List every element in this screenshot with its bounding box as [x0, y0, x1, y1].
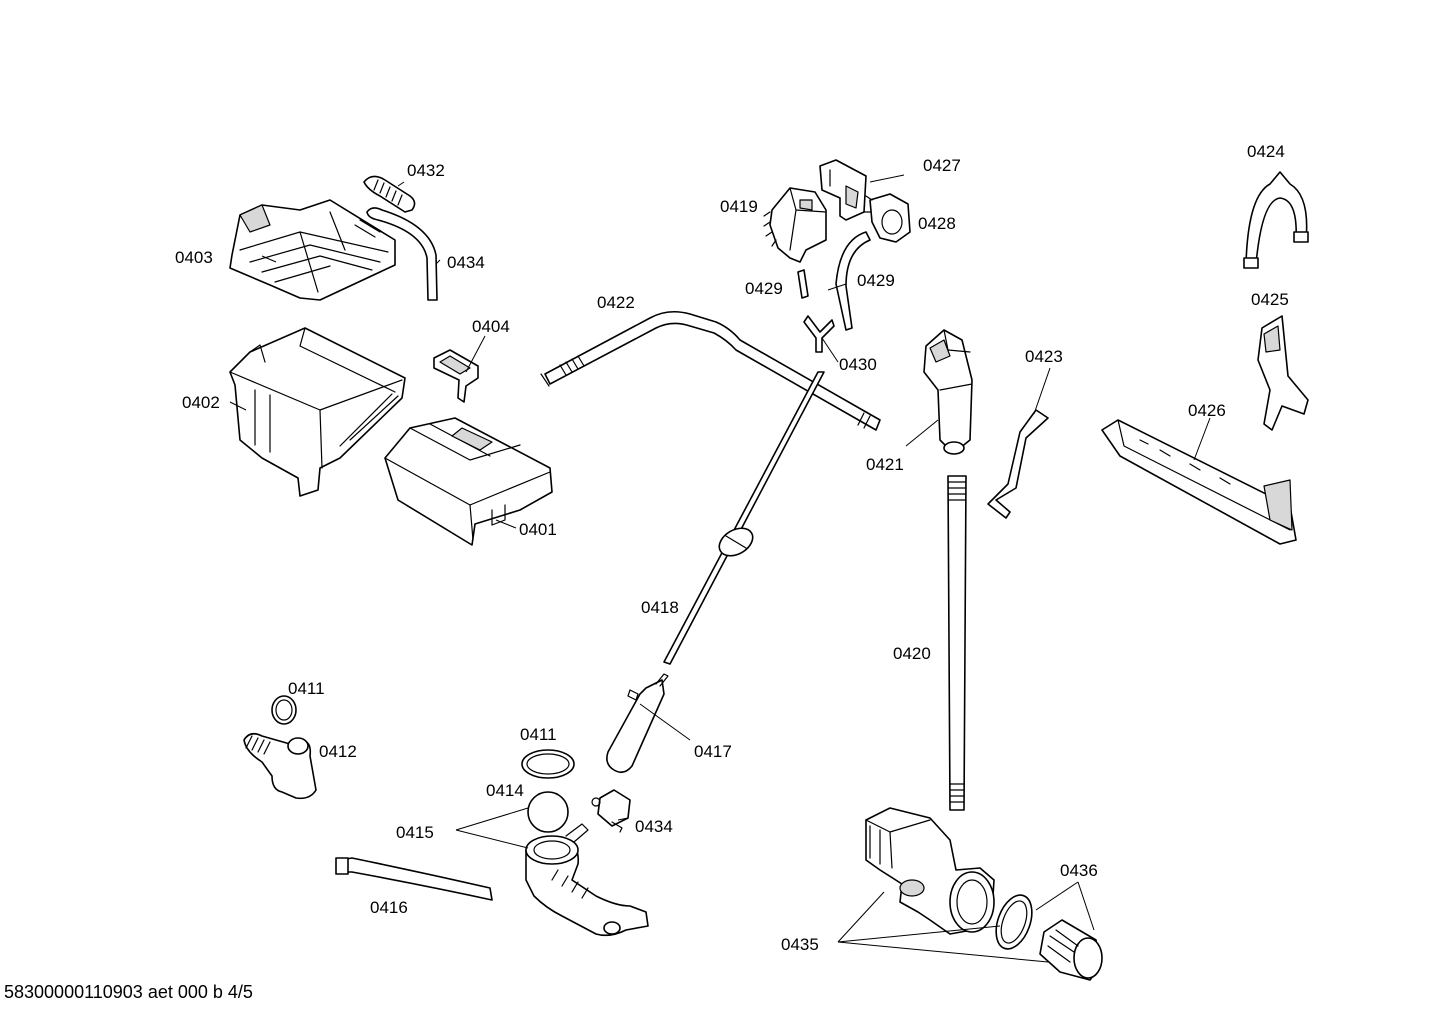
part-0403-dispenser-cover — [229, 199, 396, 301]
part-0404-clip — [433, 349, 479, 403]
part-0428-sensor — [863, 193, 911, 243]
drawing-reference-footer: 58300000110903 aet 000 b 4/5 — [4, 982, 253, 1002]
part-0419-pressure-switch — [763, 187, 827, 263]
label-0428: 0428 — [918, 214, 956, 233]
part-0418-tube — [663, 371, 825, 665]
part-0417-air-chamber — [606, 673, 669, 774]
part-0420-hose — [947, 475, 967, 811]
part-0429-hose-right — [835, 231, 871, 331]
part-0436-filter — [995, 894, 1103, 981]
part-0422-overflow-pipe — [540, 310, 881, 431]
label-0416: 0416 — [370, 898, 408, 917]
label-0411-center: 0411 — [520, 725, 557, 744]
label-0419: 0419 — [720, 197, 758, 216]
label-0435: 0435 — [781, 935, 819, 954]
part-0427-bracket — [819, 159, 867, 221]
label-0401: 0401 — [519, 520, 557, 539]
part-0435-drain-pump — [865, 807, 995, 935]
part-0434-hose-top — [366, 207, 438, 301]
label-0404: 0404 — [472, 317, 510, 336]
label-0418: 0418 — [641, 598, 679, 617]
label-0425: 0425 — [1251, 290, 1289, 309]
label-0430: 0430 — [839, 355, 877, 374]
part-0416-hose — [335, 857, 493, 901]
part-0421-sump — [923, 329, 973, 455]
label-0415: 0415 — [396, 823, 434, 842]
part-0434-clamp — [591, 789, 631, 833]
label-0429-right: 0429 — [857, 271, 895, 290]
label-0402: 0402 — [182, 393, 220, 412]
label-0412: 0412 — [319, 742, 357, 761]
label-0426: 0426 — [1188, 401, 1226, 420]
part-0402-dispenser-housing — [229, 327, 406, 497]
part-0401-drawer — [384, 417, 553, 546]
part-0424-hose-holder — [1243, 171, 1309, 269]
part-0425-bracket — [1257, 315, 1309, 431]
part-0414-ball — [527, 791, 569, 833]
part-0423-rod — [987, 409, 1049, 519]
label-0434-bottom: 0434 — [635, 817, 673, 836]
label-0434-top: 0434 — [447, 253, 485, 272]
part-0411-ring-left — [271, 695, 297, 725]
leader-lines — [229, 174, 1211, 963]
part-0429-hose-left — [797, 269, 809, 299]
part-0430-y-connector — [803, 315, 835, 353]
part-0415-sump-bellows — [525, 823, 649, 937]
label-0432: 0432 — [407, 161, 445, 180]
label-0422: 0422 — [597, 293, 635, 312]
part-0412-bellows — [243, 732, 317, 800]
label-0421: 0421 — [866, 455, 904, 474]
label-0424: 0424 — [1247, 142, 1285, 161]
label-0423: 0423 — [1025, 347, 1063, 366]
part-0411-ring-center — [521, 749, 575, 779]
label-0414: 0414 — [486, 781, 524, 800]
part-0432-hose — [363, 175, 416, 213]
label-0417: 0417 — [694, 742, 732, 761]
label-0429-left: 0429 — [745, 279, 783, 298]
label-0436: 0436 — [1060, 861, 1098, 880]
label-0411-left: 0411 — [288, 679, 325, 698]
label-0427: 0427 — [923, 156, 961, 175]
part-0426-rail — [1101, 419, 1297, 545]
label-0420: 0420 — [893, 644, 931, 663]
label-0403: 0403 — [175, 248, 213, 267]
